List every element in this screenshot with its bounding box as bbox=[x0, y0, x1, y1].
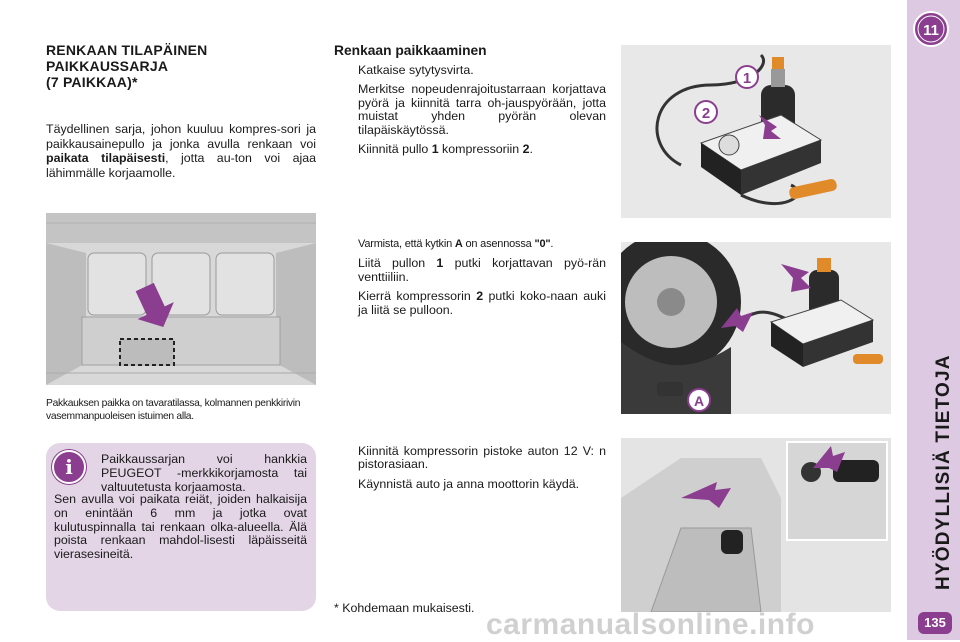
info-box bbox=[46, 443, 316, 611]
tyre-connection-photo: A bbox=[621, 242, 891, 414]
compressor-label: 2 bbox=[702, 105, 710, 122]
step-text: Merkitse nopeudenrajoitustarraan korjatt… bbox=[358, 82, 606, 137]
steps-list-1: Katkaise sytytysvirta. Merkitse nopeuden… bbox=[334, 63, 606, 162]
chapter-title: HYÖDYLLISIÄ TIETOJA bbox=[933, 354, 954, 590]
compressor-kit-photo: 1 2 bbox=[621, 45, 891, 218]
photo-caption: Pakkauksen paikka on tavaratilassa, kolm… bbox=[46, 398, 301, 422]
step-text: Kierrä kompressorin bbox=[358, 289, 477, 304]
title-line-2: PAIKKAUSSARJA bbox=[46, 58, 169, 74]
step-text: Kiinnitä pullo bbox=[358, 142, 432, 157]
step-text: Liitä pullon bbox=[358, 256, 437, 271]
title-line-1: RENKAAN TILAPÄINEN bbox=[46, 42, 208, 58]
step-text: Varmista, että kytkin bbox=[358, 238, 455, 250]
switch-label: A bbox=[694, 393, 704, 409]
step-ref: 2 bbox=[476, 289, 484, 304]
step-text: Katkaise sytytysvirta. bbox=[358, 63, 474, 77]
step-speed-sticker: Merkitse nopeudenrajoitustarraan korjatt… bbox=[334, 83, 606, 137]
step-unroll-hose: Kierrä kompressorin 2 putki koko-naan au… bbox=[334, 289, 606, 317]
step-text: . bbox=[529, 142, 533, 157]
trunk-photo bbox=[46, 213, 316, 385]
step-check-switch: Varmista, että kytkin A on asennossa "0"… bbox=[334, 238, 606, 251]
step-text: putki koko-naan auki ja liitä se pulloon… bbox=[358, 289, 606, 317]
steps-list-3: Kiinnitä kompressorin pistoke auton 12 V… bbox=[334, 444, 606, 497]
intro-paragraph: Täydellinen sarja, johon kuuluu kompres-… bbox=[46, 122, 316, 180]
info-icon-glyph: i bbox=[65, 455, 73, 479]
chapter-number: 11 bbox=[923, 22, 939, 39]
bottle-label: 1 bbox=[743, 70, 751, 87]
footnote: * Kohdemaan mukaisesti. bbox=[334, 601, 475, 615]
step-plug-socket: Kiinnitä kompressorin pistoke auton 12 V… bbox=[334, 444, 606, 472]
step-attach-bottle: Kiinnitä pullo 1 kompressoriin 2. bbox=[334, 142, 606, 157]
step-ref: 1 bbox=[436, 256, 444, 271]
step-ref: A bbox=[454, 238, 463, 250]
intro-text-bold: paikata tilapäisesti bbox=[46, 151, 166, 166]
step-ref: "0" bbox=[534, 238, 551, 250]
step-connect-valve: Liitä pullon 1 putki korjattavan pyö-rän… bbox=[334, 257, 606, 284]
intro-text-end: , jotta au-ton voi ajaa lähimmälle korja… bbox=[46, 151, 316, 180]
step-ref: 2 bbox=[522, 142, 530, 157]
info-paragraph-2: Sen avulla voi paikata reiät, joiden hal… bbox=[54, 492, 307, 562]
step-text: Käynnistä auto ja anna moottorin käydä. bbox=[358, 476, 580, 491]
step-ref: 1 bbox=[431, 142, 439, 157]
step-text: putki korjattavan pyö-rän venttiiliin. bbox=[358, 256, 607, 284]
step-text: . bbox=[550, 238, 554, 250]
step-start-engine: Käynnistä auto ja anna moottorin käydä. bbox=[334, 476, 606, 491]
watermark: carmanualsonline.info bbox=[486, 608, 815, 641]
chapter-tab bbox=[907, 0, 960, 640]
steps-list-2: Varmista, että kytkin A on asennossa "0"… bbox=[334, 238, 606, 323]
page-title: RENKAAN TILAPÄINEN PAIKKAUSSARJA (7 PAIK… bbox=[46, 42, 316, 90]
step-text: kompressoriin bbox=[438, 142, 523, 157]
step-switch-off: Katkaise sytytysvirta. bbox=[334, 63, 606, 77]
cigarette-lighter-photo bbox=[621, 438, 891, 612]
section-title: Renkaan paikkaaminen bbox=[334, 43, 487, 58]
chapter-badge: 11 bbox=[913, 11, 949, 47]
intro-text-start: Täydellinen sarja, johon kuuluu kompres-… bbox=[46, 122, 316, 151]
title-line-3: (7 PAIKKAA)* bbox=[46, 74, 138, 90]
page-number: 135 bbox=[918, 612, 952, 634]
step-text: Kiinnitä kompressorin pistoke auton 12 V… bbox=[358, 444, 606, 472]
step-text: on asennossa bbox=[462, 238, 535, 250]
info-paragraph-1: Paikkaussarjan voi hankkia PEUGEOT -merk… bbox=[101, 452, 307, 494]
info-icon: i bbox=[52, 450, 86, 484]
